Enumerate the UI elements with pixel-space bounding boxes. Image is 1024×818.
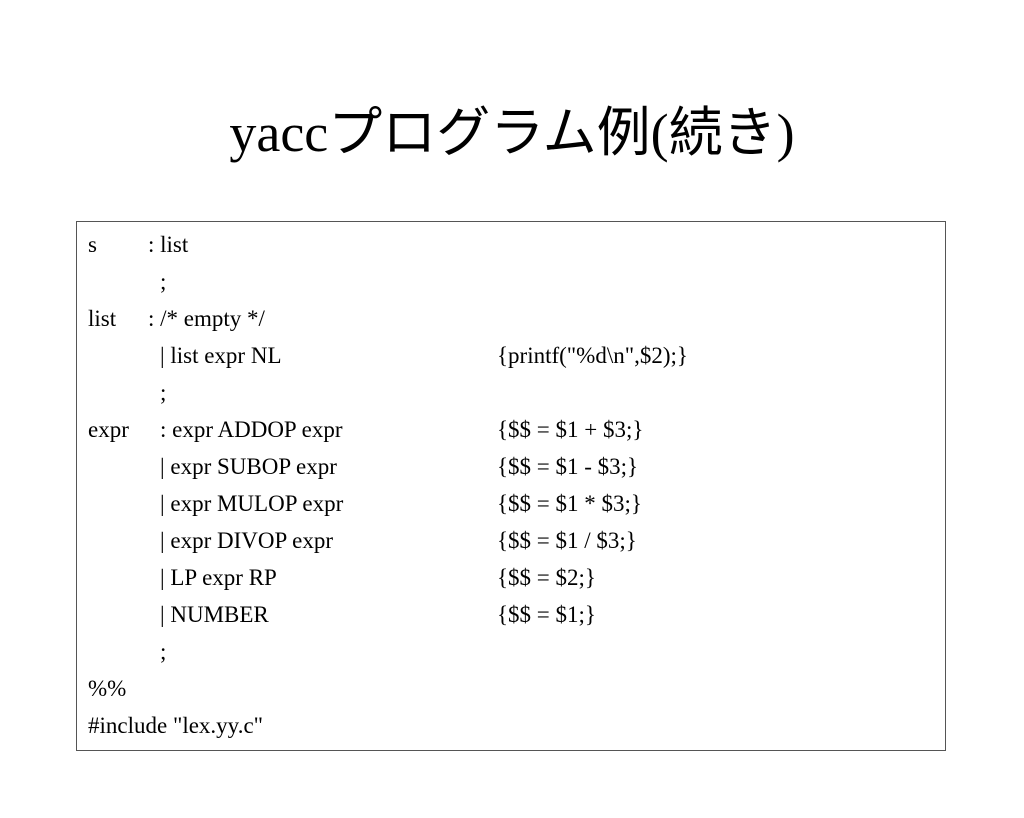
code-rule: ;: [160, 269, 167, 294]
code-line: | list expr NL {printf("%d\n",$2);}: [77, 337, 688, 374]
code-rule: | list expr NL: [160, 343, 282, 368]
code-rule: ;: [160, 380, 167, 405]
code-line: | NUMBER {$$ = $1;}: [77, 596, 596, 633]
code-action: {$$ = $1 * $3;}: [497, 491, 642, 516]
code-action: {$$ = $1 / $3;}: [497, 528, 637, 553]
code-rule: ;: [160, 639, 167, 664]
code-line: | expr MULOP expr {$$ = $1 * $3;}: [77, 485, 642, 522]
code-line: | expr SUBOP expr {$$ = $1 - $3;}: [77, 448, 638, 485]
code-label: s: [88, 232, 97, 257]
code-label: expr: [88, 417, 129, 442]
code-rule: | expr MULOP expr: [160, 491, 344, 516]
code-listing-box: s : list ; list : /* empty */ | list exp…: [76, 221, 946, 751]
code-line: expr : expr ADDOP expr {$$ = $1 + $3;}: [77, 411, 643, 448]
code-line: s : list: [77, 226, 188, 263]
code-rule: | expr DIVOP expr: [160, 528, 334, 553]
code-rule: | expr SUBOP expr: [160, 454, 337, 479]
code-action: {$$ = $2;}: [497, 565, 596, 590]
code-line: | expr DIVOP expr {$$ = $1 / $3;}: [77, 522, 637, 559]
code-action: {$$ = $1;}: [497, 602, 596, 627]
code-rule: | NUMBER: [160, 602, 269, 627]
code-rule: : /* empty */: [148, 306, 265, 331]
code-label: list: [88, 306, 117, 331]
code-action: {$$ = $1 + $3;}: [497, 417, 644, 442]
code-line: %%: [77, 670, 126, 707]
code-line: ;: [77, 374, 166, 411]
code-rule: : expr ADDOP expr: [160, 417, 343, 442]
slide-title: yaccプログラム例(続き): [229, 103, 795, 163]
code-line: #include "lex.yy.c": [77, 707, 263, 744]
code-rule: : list: [148, 232, 189, 257]
code-line: list : /* empty */: [77, 300, 265, 337]
code-action: {$$ = $1 - $3;}: [497, 454, 639, 479]
code-rule: | LP expr RP: [160, 565, 277, 590]
code-line: ;: [77, 633, 166, 670]
code-label: %%: [88, 676, 127, 701]
code-label: #include "lex.yy.c": [88, 713, 264, 738]
code-line: | LP expr RP {$$ = $2;}: [77, 559, 596, 596]
code-action: {printf("%d\n",$2);}: [497, 343, 688, 368]
code-line: ;: [77, 263, 166, 300]
